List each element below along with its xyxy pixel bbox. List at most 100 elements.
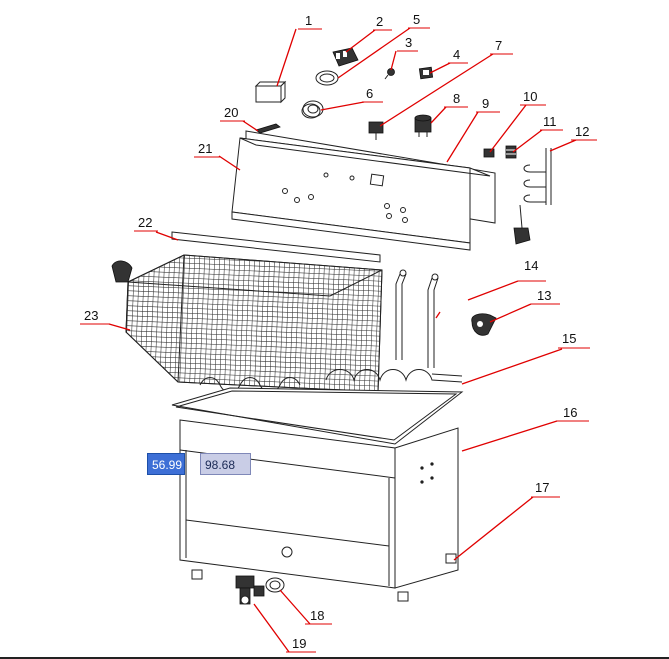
part-20-fuse-clip: [255, 123, 281, 134]
basket-mesh-wire: [384, 250, 390, 400]
part-10-connector: [483, 148, 495, 158]
callout-labels: 1 2 5 3 4 7 6 8 9 10 11 12 20 21 22 23 1…: [80, 12, 597, 653]
leader-3: [390, 50, 397, 71]
part-18-gasket: [265, 577, 285, 593]
part-4-switch: [418, 66, 434, 80]
basket-mesh-wire: [126, 304, 382, 318]
basket-mesh-wire: [328, 255, 336, 392]
basket-mesh-wire: [203, 255, 211, 392]
leader-14: [467, 280, 519, 301]
basket-mesh-wire: [268, 255, 276, 392]
leader-1: [276, 28, 297, 87]
callout-22: 22: [138, 215, 152, 230]
leader-7: [379, 53, 494, 127]
basket-mesh-wire: [293, 255, 301, 392]
basket-mesh-wire: [253, 255, 261, 392]
part-1-relay-box: [254, 80, 287, 104]
leader-6: [320, 101, 365, 111]
basket-mesh-wire: [126, 319, 382, 333]
leader-17: [453, 496, 534, 561]
leader-2: [345, 29, 376, 53]
leader-16: [461, 420, 558, 452]
callout-8: 8: [453, 91, 460, 106]
callout-2: 2: [376, 14, 383, 29]
bottom-border: [0, 657, 669, 659]
basket-mesh-wire: [126, 269, 382, 283]
part-21-control-box: [231, 137, 491, 251]
leader-22: [155, 231, 179, 241]
part-5-ring: [315, 70, 339, 86]
basket-mesh-wire: [126, 349, 382, 363]
leader-20: [242, 120, 259, 132]
callout-21: 21: [198, 141, 212, 156]
basket-mesh-wire: [126, 314, 382, 328]
callout-13: 13: [537, 288, 551, 303]
basket-mesh-wire: [333, 255, 341, 392]
basket-mesh-wire: [183, 255, 191, 392]
basket-mesh-wire: [218, 255, 226, 392]
callout-4: 4: [453, 47, 460, 62]
leader-18: [279, 589, 311, 625]
callout-3: 3: [405, 35, 412, 50]
callout-10: 10: [523, 89, 537, 104]
callout-18: 18: [310, 608, 324, 623]
basket-mesh-wire: [263, 255, 271, 392]
callout-15: 15: [562, 331, 576, 346]
part-11-cable-gland: [505, 145, 517, 159]
callout-14: 14: [524, 258, 538, 273]
basket-mesh-wire: [198, 255, 206, 392]
basket-mesh-wire: [126, 359, 382, 373]
callout-20: 20: [224, 105, 238, 120]
basket-mesh-wire: [273, 255, 281, 392]
basket-mesh-wire: [394, 250, 400, 400]
leader-11: [512, 129, 543, 153]
basket-mesh-wire: [358, 255, 366, 392]
callout-1: 1: [305, 13, 312, 28]
leader-lines: [108, 27, 577, 653]
basket-mesh-wire: [368, 255, 376, 392]
leader-9: [446, 111, 479, 163]
basket-mesh-wire: [173, 255, 181, 392]
basket-mesh-wire: [193, 255, 201, 392]
leader-23: [108, 323, 131, 331]
part-13-bracket: [471, 313, 497, 336]
leader-8: [430, 106, 447, 124]
part-12-power-cord: [513, 148, 552, 245]
basket-mesh-wire: [126, 344, 382, 358]
leader-15: [461, 348, 563, 385]
basket-mesh-wire: [126, 294, 382, 308]
leader-13: [489, 303, 532, 323]
basket-mesh-wire: [308, 255, 316, 392]
leader-19: [253, 603, 290, 653]
leader-10: [489, 104, 527, 153]
leader-4: [429, 62, 451, 74]
callout-5: 5: [413, 12, 420, 27]
basket-mesh-wire: [126, 329, 382, 343]
basket-mesh-wire: [178, 255, 186, 392]
leader-14b: [435, 311, 441, 319]
part-16-tank-body: [171, 387, 464, 589]
basket-mesh-wire: [188, 255, 196, 392]
part-23-basket: [104, 250, 400, 400]
basket-mesh-wire: [126, 354, 382, 368]
basket-mesh-wire: [298, 255, 306, 392]
basket-mesh-wire: [243, 255, 251, 392]
coordinate-x-readout[interactable]: 56.99: [147, 453, 185, 475]
basket-mesh-wire: [238, 255, 246, 392]
callout-6: 6: [366, 86, 373, 101]
basket-mesh-wire: [313, 255, 321, 392]
basket-mesh-wire: [126, 324, 382, 338]
callout-19: 19: [292, 636, 306, 651]
callout-23: 23: [84, 308, 98, 323]
basket-mesh-wire: [126, 289, 382, 303]
basket-mesh-wire: [104, 250, 110, 400]
coordinate-y-readout[interactable]: 98.68: [200, 453, 251, 475]
callout-17: 17: [535, 480, 549, 495]
basket-mesh-wire: [303, 255, 311, 392]
leader-5: [337, 27, 411, 79]
basket-mesh-wire: [323, 255, 331, 392]
basket-mesh-wire: [258, 255, 266, 392]
callout-7: 7: [495, 38, 502, 53]
callout-16: 16: [563, 405, 577, 420]
